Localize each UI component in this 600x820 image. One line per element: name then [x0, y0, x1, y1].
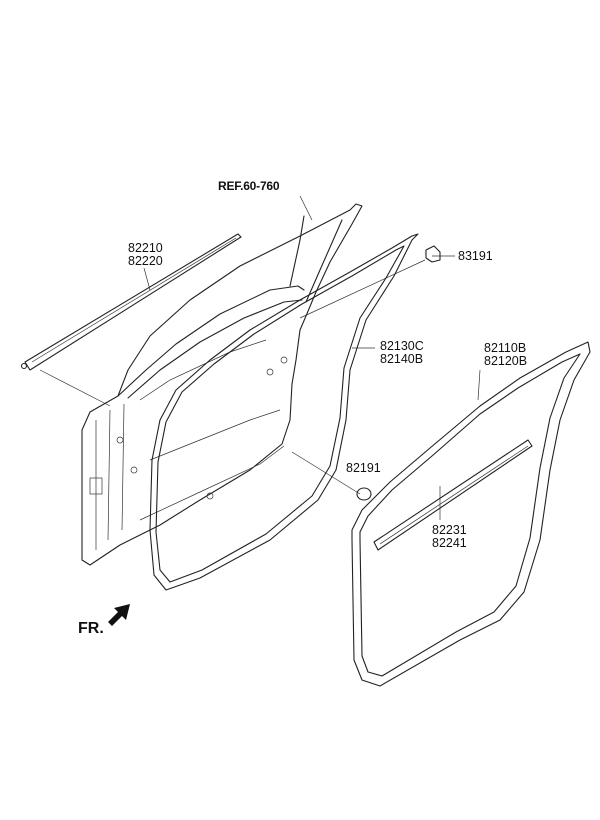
- front-arrow-icon: [108, 604, 130, 626]
- label-82191: 82191: [346, 462, 381, 475]
- label-83191: 83191: [458, 250, 493, 263]
- part-82191: 82191: [346, 461, 381, 475]
- plug-82191: [356, 487, 372, 501]
- label-82110b-82120b: 82110B 82120B: [484, 342, 527, 368]
- label-82210-82220: 82210 82220: [128, 242, 163, 268]
- label-82130c-82140b: 82130C 82140B: [380, 340, 424, 366]
- retainer-83191: [425, 245, 441, 263]
- ref-label: REF.60-760: [218, 179, 280, 193]
- belt-moulding-outer: [20, 233, 242, 371]
- belt-moulding-inner: [373, 439, 533, 551]
- front-label: FR.: [78, 620, 104, 637]
- part-82140b: 82140B: [380, 352, 424, 366]
- label-82231-82241: 82231 82241: [432, 524, 467, 550]
- part-82120b: 82120B: [484, 354, 528, 368]
- front-text: FR.: [78, 620, 104, 637]
- door-panel: [81, 203, 363, 566]
- part-82231: 82231: [432, 523, 467, 537]
- part-82110b: 82110B: [484, 341, 527, 355]
- part-82130c: 82130C: [380, 339, 424, 353]
- part-82220: 82220: [128, 254, 163, 268]
- door-side-weatherstrip: [149, 233, 419, 591]
- part-82210: 82210: [128, 241, 163, 255]
- ref-text: REF.60-760: [218, 179, 280, 193]
- part-83191: 83191: [458, 249, 493, 263]
- body-side-weatherstrip: [351, 341, 591, 687]
- part-82241: 82241: [432, 536, 467, 550]
